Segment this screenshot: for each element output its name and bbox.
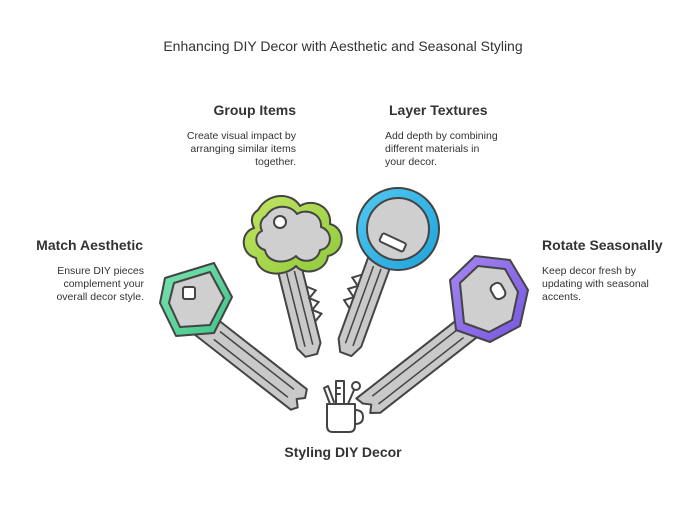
center-label: Styling DIY Decor [284, 444, 402, 460]
layer-textures-description: Add depth by combining different materia… [385, 130, 535, 169]
desc-line: updating with seasonal [542, 278, 649, 290]
desc-line: your decor. [385, 156, 437, 168]
desc-line: Ensure DIY pieces [57, 265, 144, 277]
diagram-title: Enhancing DIY Decor with Aesthetic and S… [163, 38, 523, 54]
desc-line: arranging similar items [190, 143, 296, 155]
desc-line: overall decor style. [56, 291, 144, 303]
desc-line: different materials in [385, 143, 480, 155]
layer-textures-heading: Layer Textures [389, 102, 488, 118]
match-aesthetic-description: Ensure DIY pieces complement your overal… [10, 265, 144, 304]
layer-textures-key [337, 187, 440, 358]
pencil-cup-icon [323, 380, 364, 433]
match-aesthetic-heading: Match Aesthetic [36, 237, 143, 253]
group-items-heading: Group Items [213, 102, 296, 118]
rotate-seasonally-heading: Rotate Seasonally [542, 237, 663, 253]
desc-line: Create visual impact by [186, 130, 296, 142]
rotate-seasonally-description: Keep decor fresh by updating with season… [542, 265, 682, 304]
desc-line: Add depth by combining [385, 130, 498, 142]
desc-line: accents. [542, 291, 582, 303]
group-items-key [242, 195, 343, 358]
desc-line: complement your [63, 278, 144, 290]
match-aesthetic-key [159, 262, 308, 411]
rotate-seasonally-key [355, 255, 529, 414]
desc-line: Keep decor fresh by [542, 265, 636, 277]
desc-line: together. [255, 156, 296, 168]
group-items-description: Create visual impact by arranging simila… [150, 130, 296, 169]
